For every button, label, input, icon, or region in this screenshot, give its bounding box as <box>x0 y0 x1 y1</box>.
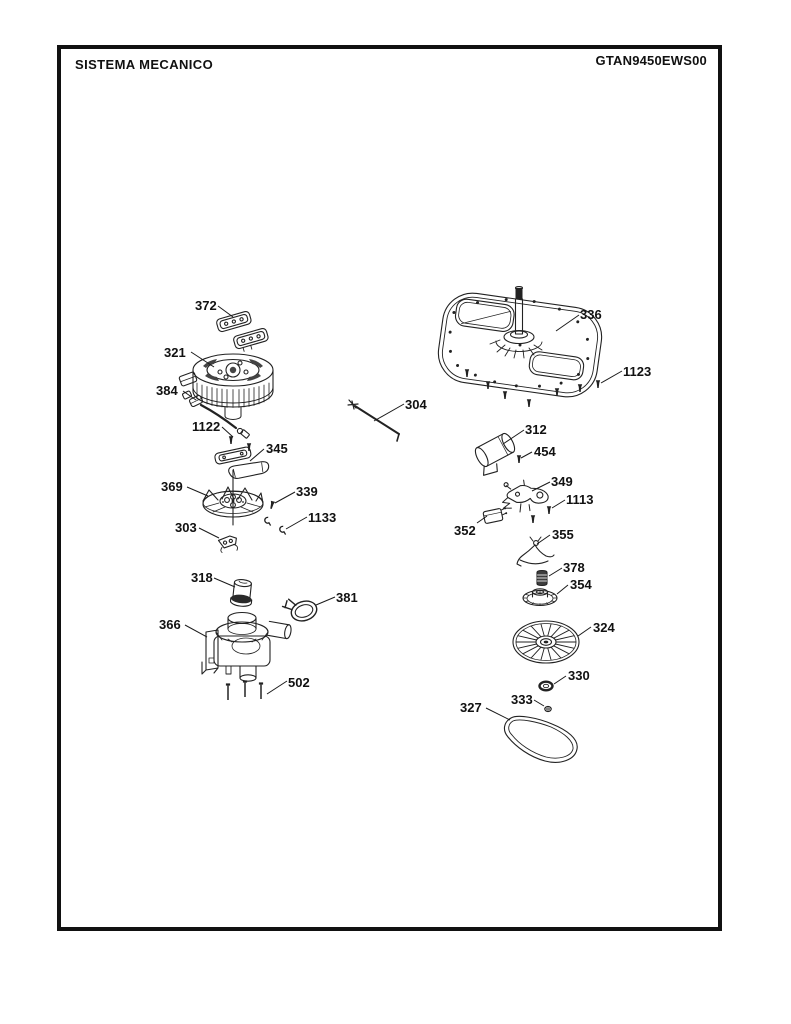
brake-lever-illustration <box>516 536 555 567</box>
drive-pulley-illustration <box>512 620 580 664</box>
callout-384: 384 <box>156 383 178 398</box>
page-title: SISTEMA MECANICO <box>75 57 214 72</box>
model-number: GTAN9450EWS00 <box>595 53 707 68</box>
callout-336: 336 <box>580 307 602 322</box>
callout-318: 318 <box>191 570 213 585</box>
callout-352: 352 <box>454 523 476 538</box>
callout-345: 345 <box>266 441 288 456</box>
clutch-fan-illustration <box>202 469 264 526</box>
screw-icon <box>530 515 536 523</box>
callout-1113: 1113 <box>566 492 594 507</box>
callout-304: 304 <box>405 397 427 412</box>
callout-372: 372 <box>195 298 217 313</box>
callout-369: 369 <box>161 479 183 494</box>
wire-harness-illustration <box>182 390 250 439</box>
hose-clamp-illustration <box>281 598 318 622</box>
screw-1113-icon <box>546 506 552 514</box>
retainer-clips-1133-icon <box>264 516 287 536</box>
callout-1133: 1133 <box>308 510 336 525</box>
bracket-clip-illustration <box>217 535 238 553</box>
drive-motor-illustration <box>178 353 274 420</box>
screw-339-icon <box>268 500 276 510</box>
screw-454-icon <box>516 455 522 463</box>
drain-pump-illustration <box>201 611 292 682</box>
callout-502: 502 <box>288 675 310 690</box>
page-border <box>57 45 722 931</box>
callout-labels: 372 321 384 1122 345 369 339 1133 303 31… <box>156 298 651 715</box>
callout-378: 378 <box>563 560 585 575</box>
switch-block-illustration <box>482 507 508 524</box>
callout-333: 333 <box>511 692 533 707</box>
callout-312: 312 <box>525 422 547 437</box>
coupler-sleeve-illustration <box>536 569 548 587</box>
callout-381: 381 <box>336 590 358 605</box>
callout-1122: 1122 <box>192 419 220 434</box>
pump-coupling-illustration <box>229 579 253 607</box>
leader-lines <box>182 305 623 721</box>
shift-bracket-illustration <box>502 479 549 513</box>
callout-354: 354 <box>570 577 592 592</box>
callout-355: 355 <box>552 527 574 542</box>
screws-502-icon <box>225 679 264 701</box>
callout-454: 454 <box>534 444 556 459</box>
callout-303: 303 <box>175 520 197 535</box>
drive-belt-illustration <box>503 715 578 763</box>
washer-illustration <box>538 680 554 692</box>
callout-321: 321 <box>164 345 186 360</box>
transmission-platform-illustration <box>437 286 603 398</box>
link-rod-illustration <box>347 399 400 442</box>
callout-366: 366 <box>159 617 181 632</box>
mount-plates-illustration <box>214 446 270 479</box>
callout-349: 349 <box>551 474 573 489</box>
callout-330: 330 <box>568 668 590 683</box>
callout-339: 339 <box>296 484 318 499</box>
pulley-hub-illustration <box>522 588 558 607</box>
motor-mount-pads-illustration <box>216 310 269 352</box>
capacitor-illustration <box>474 432 516 476</box>
callout-1123: 1123 <box>623 364 651 379</box>
retainer-ring-illustration <box>544 705 552 713</box>
callout-327: 327 <box>460 700 482 715</box>
callout-324: 324 <box>593 620 615 635</box>
